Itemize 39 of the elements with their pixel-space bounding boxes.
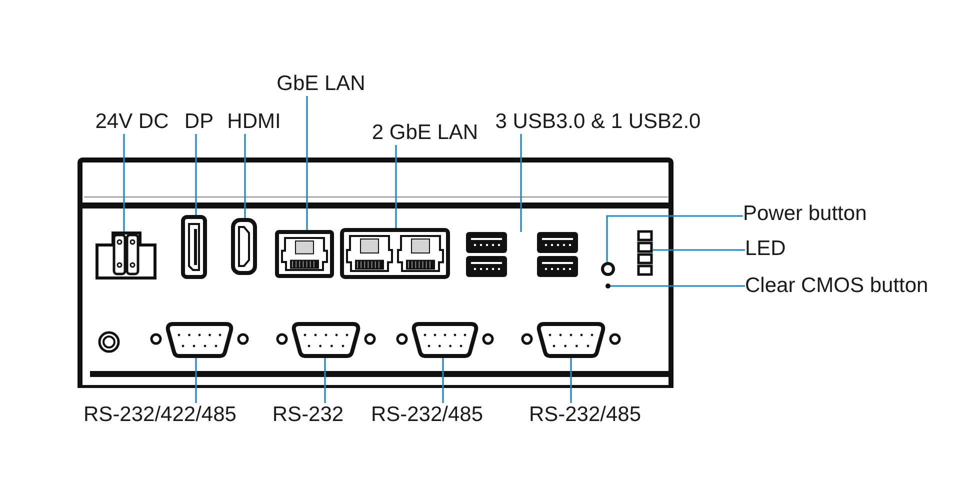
callout-label: 2 GbE LAN xyxy=(372,121,478,145)
dual-ethernet-port xyxy=(340,228,450,279)
leader-line xyxy=(610,285,745,287)
led-indicators xyxy=(637,230,653,276)
dc-power-terminal xyxy=(96,232,156,280)
leader-line xyxy=(195,358,197,403)
callout-label: 24V DC xyxy=(95,110,169,134)
callout-label: RS-232/485 xyxy=(528,403,642,427)
callout-label: RS-232/485 xyxy=(370,403,484,427)
callout-label: GbE LAN xyxy=(276,72,366,96)
leader-line xyxy=(195,134,197,217)
callout-label: Power button xyxy=(743,202,867,226)
serial-port xyxy=(150,322,249,358)
callout-label: Clear CMOS button xyxy=(745,274,928,298)
displayport-port xyxy=(181,215,207,279)
serial-port xyxy=(521,322,621,358)
callout-label: DP xyxy=(184,110,214,134)
leader-line xyxy=(570,358,572,403)
callout-label: HDMI xyxy=(227,110,281,134)
leader-line xyxy=(244,134,246,220)
power-button xyxy=(601,262,615,276)
leader-line xyxy=(520,134,522,232)
clear-cmos-button xyxy=(606,284,610,288)
leader-line xyxy=(123,134,125,233)
callout-label: 3 USB3.0 & 1 USB2.0 xyxy=(495,110,701,134)
leader-line xyxy=(306,96,308,232)
leader-line xyxy=(442,358,444,403)
leader-line xyxy=(653,249,745,251)
ethernet-port xyxy=(275,230,334,278)
leader-line xyxy=(395,145,397,230)
serial-port xyxy=(276,322,376,358)
callout-label: RS-232 xyxy=(272,403,344,427)
callout-label: LED xyxy=(745,237,786,261)
usb-port-group xyxy=(466,232,578,277)
serial-port xyxy=(396,322,494,358)
leader-line xyxy=(606,215,743,262)
callout-label: RS-232/422/485 xyxy=(84,403,236,427)
leader-line xyxy=(324,358,326,403)
hdmi-port xyxy=(231,218,257,275)
